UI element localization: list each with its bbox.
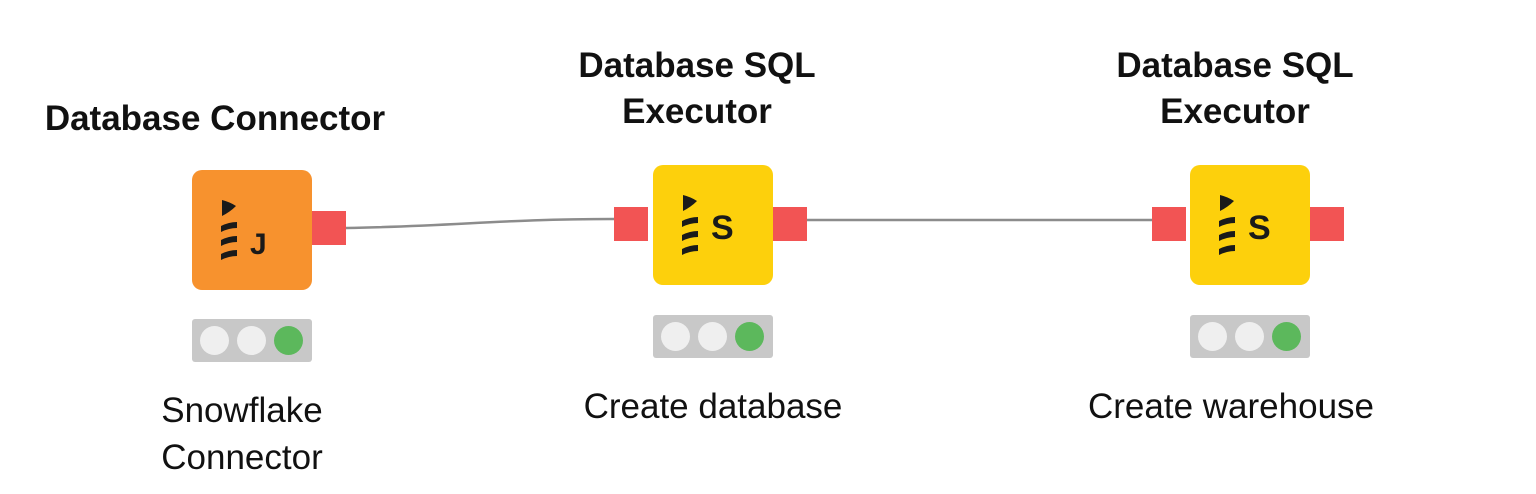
- node-database-sql-executor[interactable]: Database SQL Executor S Create database: [517, 0, 877, 494]
- db-cylinder-icon: S: [682, 195, 734, 255]
- input-port[interactable]: [1152, 207, 1186, 241]
- status-light-yellow: [237, 326, 266, 355]
- status-traffic-light: [1190, 315, 1310, 358]
- database-sql-executor-icon[interactable]: S: [1190, 165, 1310, 285]
- database-connector-icon[interactable]: J: [192, 170, 312, 290]
- node-database-sql-executor[interactable]: Database SQL Executor S Create warehouse: [1055, 0, 1415, 494]
- status-light-green: [735, 322, 764, 351]
- node-title: Database SQL Executor: [578, 46, 816, 131]
- input-port[interactable]: [614, 207, 648, 241]
- db-cylinder-icon: J: [221, 200, 267, 261]
- node-title: Database Connector: [44, 99, 386, 138]
- node-annotation[interactable]: Create database: [583, 387, 843, 426]
- node-annotation[interactable]: Snowflake Connector: [161, 391, 323, 477]
- status-light-yellow: [698, 322, 727, 351]
- icon-letter: J: [250, 228, 267, 261]
- node-title: Database SQL Executor: [1116, 46, 1354, 131]
- connection-line[interactable]: [345, 217, 615, 230]
- output-port[interactable]: [1310, 207, 1344, 241]
- status-light-yellow: [1235, 322, 1264, 351]
- node-annotation[interactable]: Create warehouse: [1088, 387, 1374, 426]
- db-cylinder-icon: S: [1219, 195, 1271, 255]
- status-traffic-light: [653, 315, 773, 358]
- icon-letter: S: [711, 209, 734, 247]
- icon-letter: S: [1248, 209, 1271, 247]
- status-light-green: [1272, 322, 1301, 351]
- status-light-red: [661, 322, 690, 351]
- status-light-green: [274, 326, 303, 355]
- output-port[interactable]: [312, 211, 346, 245]
- status-light-red: [1198, 322, 1227, 351]
- node-database-connector[interactable]: Database Connector J Snowflake Connector: [35, 0, 395, 494]
- database-sql-executor-icon[interactable]: S: [653, 165, 773, 285]
- status-traffic-light: [192, 319, 312, 362]
- status-light-red: [200, 326, 229, 355]
- output-port[interactable]: [773, 207, 807, 241]
